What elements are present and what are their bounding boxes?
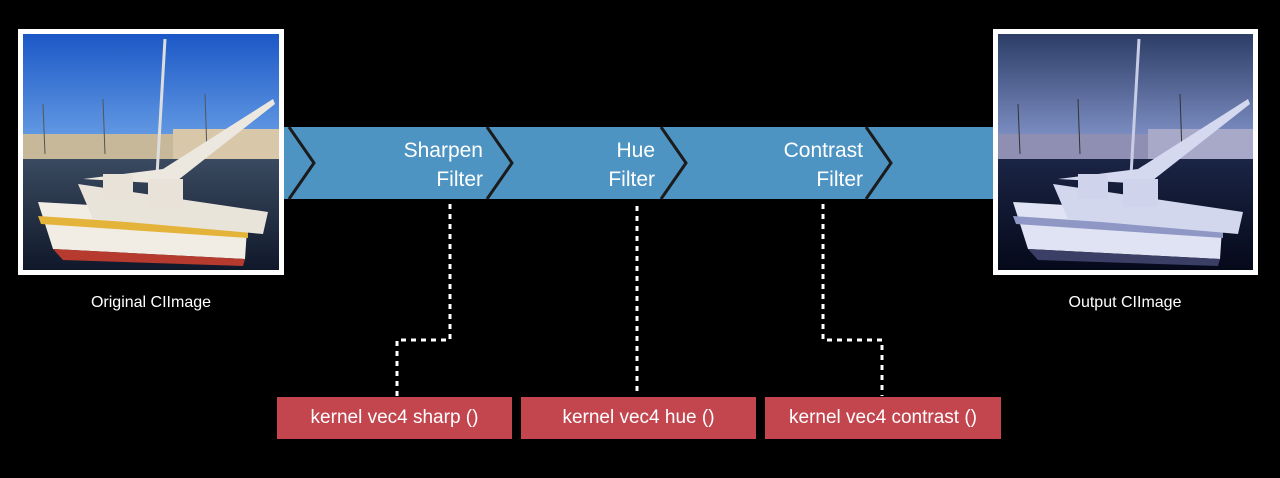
contrast-filter-line2: Filter [816,168,863,191]
output-image [998,34,1253,270]
pipeline-band [283,127,995,199]
sharpen-filter-label: Sharpen Filter [370,136,483,194]
connector-sharpen [395,204,452,396]
chevron-hue-filter [659,126,688,200]
chevron-sharpen-filter [485,126,514,200]
connector-contrast [821,204,884,396]
original-image-caption: Original CIImage [90,294,212,311]
sharpen-filter-line1: Sharpen [403,139,483,162]
kernel-sharp-box: kernel vec4 sharp () [277,397,512,439]
contrast-filter-label: Contrast Filter [745,136,863,194]
original-image [23,34,279,270]
original-image-frame [18,29,284,275]
output-image-caption: Output CIImage [1068,294,1182,311]
kernel-contrast-box: kernel vec4 contrast () [765,397,1001,439]
pipeline-start-chevron [287,126,316,200]
hue-filter-label: Hue Filter [560,136,655,194]
contrast-filter-line1: Contrast [783,139,863,162]
hue-filter-line1: Hue [616,139,655,162]
kernel-hue-box: kernel vec4 hue () [521,397,756,439]
chevron-contrast-filter [864,126,893,200]
sharpen-filter-line2: Filter [436,168,483,191]
hue-filter-line2: Filter [608,168,655,191]
output-image-frame [993,29,1258,275]
